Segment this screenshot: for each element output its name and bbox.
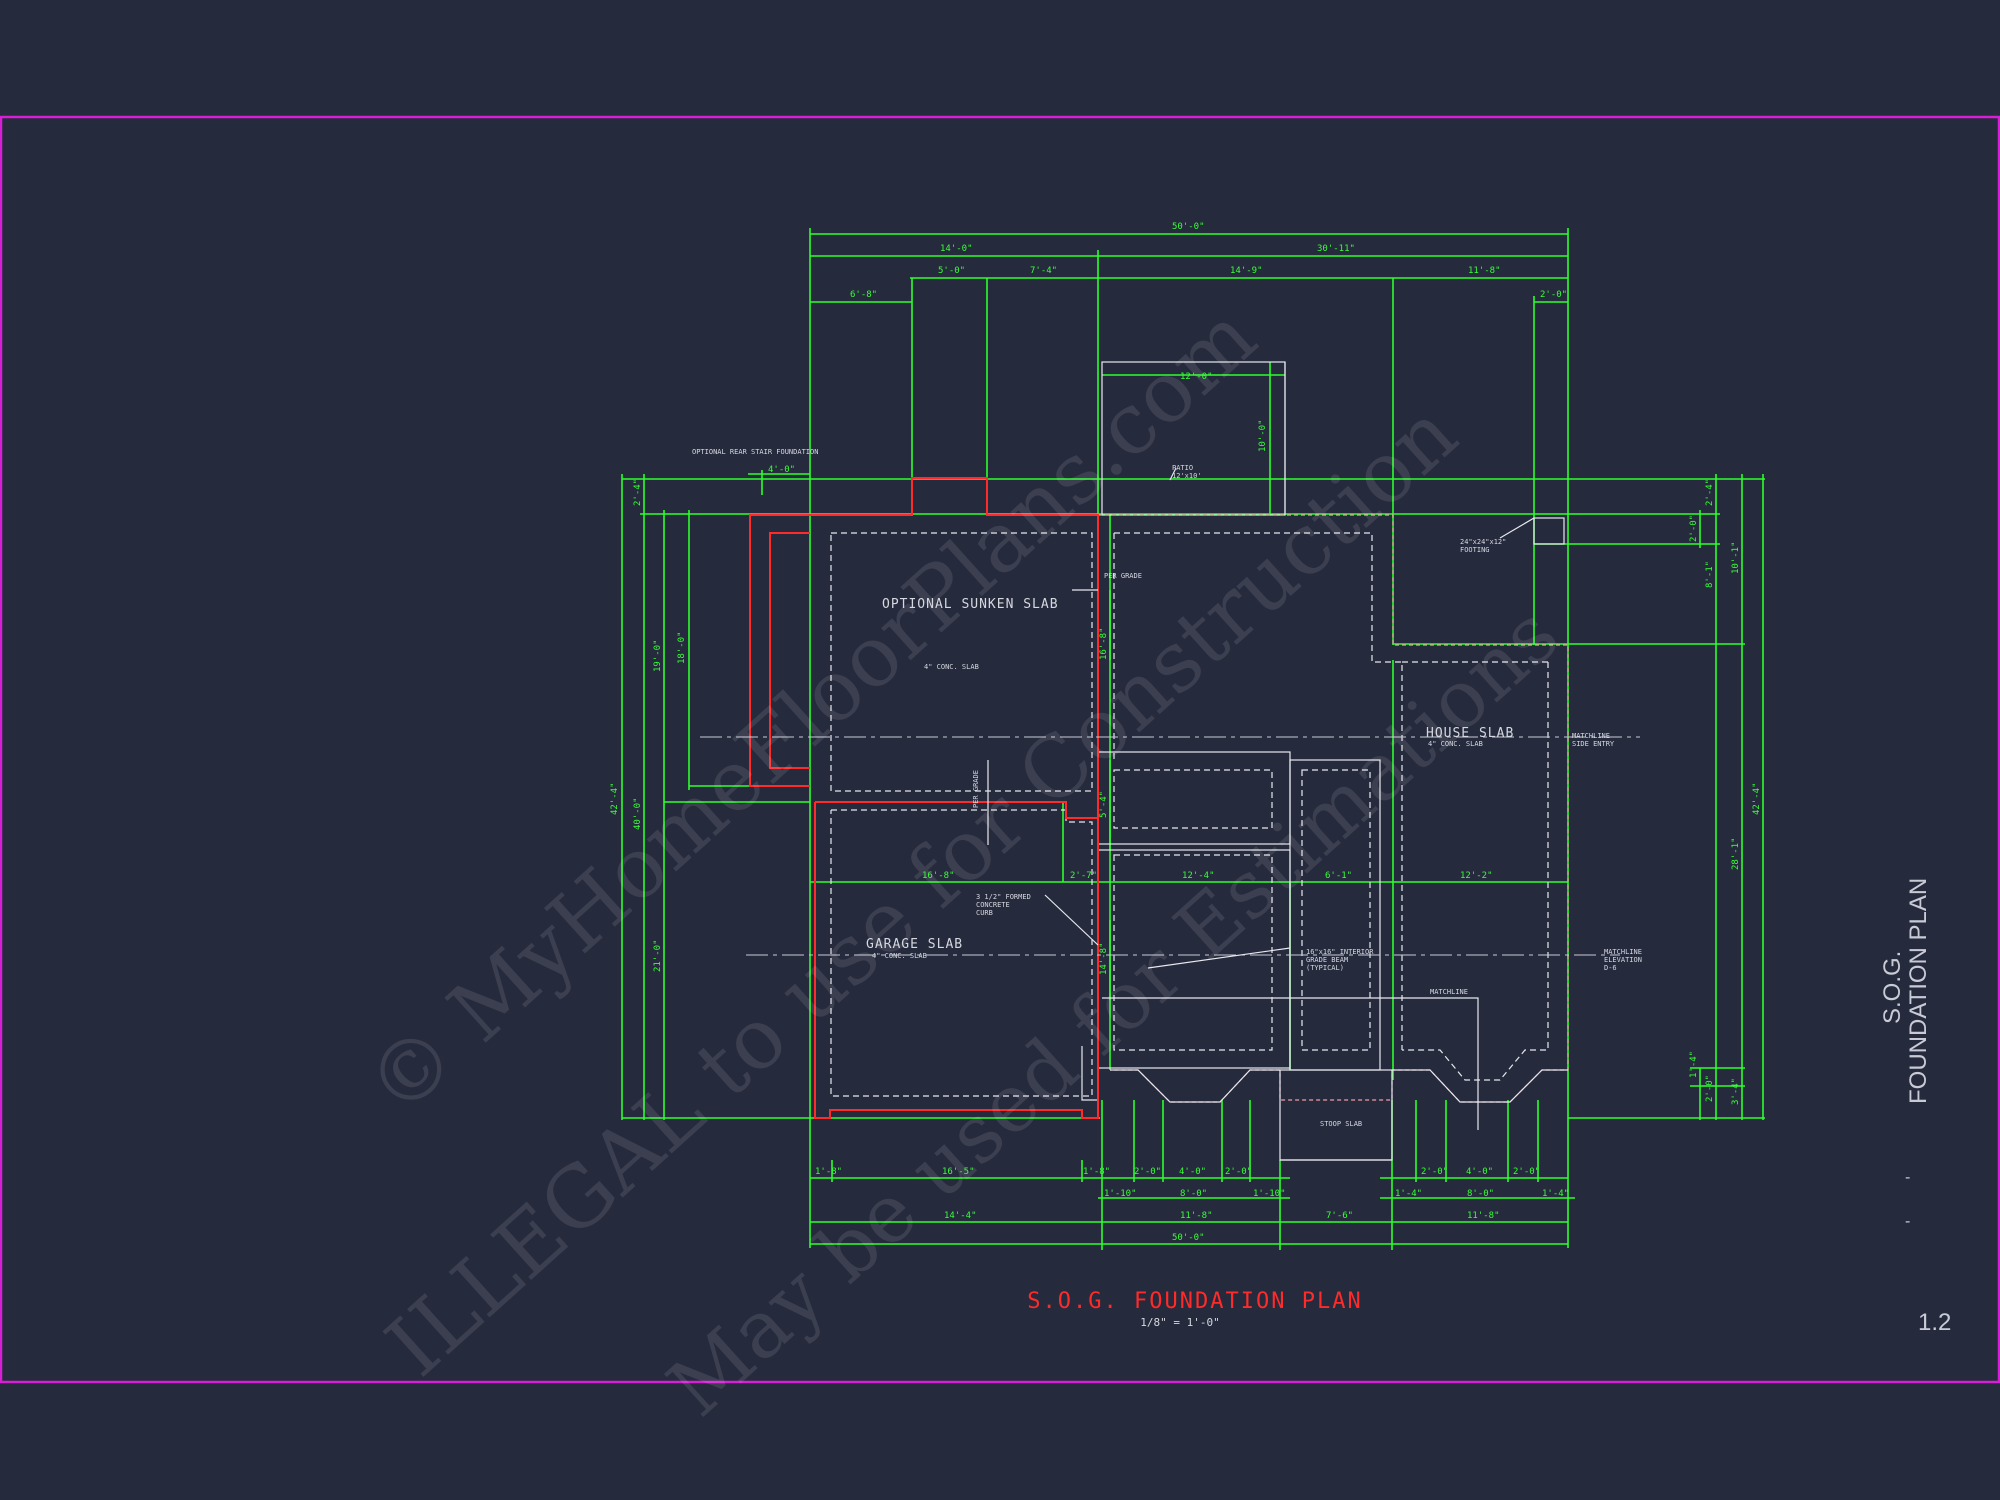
drawing-scale: 1/8" = 1'-0"	[1140, 1316, 1219, 1329]
sheet-title-line2: FOUNDATION PLAN	[1905, 878, 1932, 1104]
dim-b-1-10a: 1'-10"	[1104, 1189, 1137, 1199]
note-matchline-el-1: MATCHLINE	[1604, 948, 1642, 956]
dim-b-4-0a: 4'-0"	[1179, 1167, 1206, 1177]
watermark: © MyHomeFloorPlans.com ILLEGAL to use fo…	[348, 287, 1576, 1434]
dim-b-4-0b: 4'-0"	[1466, 1167, 1493, 1177]
dim-left-42-4: 42'-4"	[610, 782, 620, 815]
note-matchline-se-2: SIDE ENTRY	[1572, 740, 1615, 748]
dim-mid-12-2: 12'-2"	[1460, 871, 1493, 881]
dim-b-1-4b: 1'-4"	[1542, 1189, 1569, 1199]
dim-right-2-0b: 2'-0"	[1705, 1075, 1715, 1102]
dim-left-18-0: 18'-0"	[677, 631, 687, 664]
dim-top-left: 14'-0"	[940, 244, 973, 254]
label-garage-slab: GARAGE SLAB	[866, 937, 963, 952]
dim-b-1-10b: 1'-10"	[1253, 1189, 1286, 1199]
dim-left-21-0: 21'-0"	[653, 939, 663, 972]
dim-right-3-4: 3'-4"	[1731, 1078, 1741, 1105]
dim-bottom-overall: 50'-0"	[1172, 1233, 1205, 1243]
label-garage-conc: 4" CONC. SLAB	[872, 952, 927, 960]
note-curb-2: CONCRETE	[976, 901, 1010, 909]
note-curb-1: 3 1/2" FORMED	[976, 893, 1031, 901]
note-footing-1: 24"x24"x12"	[1460, 538, 1506, 546]
dim-2-0-top: 2'-0"	[1540, 290, 1567, 300]
dim-left-40-0: 40'-0"	[633, 797, 643, 830]
dim-11-8: 11'-8"	[1468, 266, 1501, 276]
center-lines	[700, 736, 1640, 956]
note-matchline-el-3: D-6	[1604, 964, 1617, 972]
dim-right-8-1: 8'-1"	[1705, 561, 1715, 588]
label-optional-sunken-slab: OPTIONAL SUNKEN SLAB	[882, 597, 1059, 612]
dim-mid-16-8: 16'-8"	[922, 871, 955, 881]
dim-b-2-0c: 2'-0"	[1421, 1167, 1448, 1177]
dim-b-1-4a: 1'-4"	[1395, 1189, 1422, 1199]
dim-right-10-1: 10'-1"	[1731, 541, 1741, 574]
dim-left-19-0: 19'-0"	[653, 639, 663, 672]
note-patio: PATIO	[1172, 464, 1193, 472]
note-beam-1: 16"x16" INTERIOR	[1306, 948, 1374, 956]
dim-b-2-0a: 2'-0"	[1134, 1167, 1161, 1177]
dim-b-2-0b: 2'-0"	[1225, 1167, 1252, 1177]
dim-stair-w: 4'-0"	[768, 465, 795, 475]
dim-b-8-0b: 8'-0"	[1467, 1189, 1494, 1199]
note-patio-size: 12'x10'	[1172, 472, 1202, 480]
label-sunken-conc: 4" CONC. SLAB	[924, 663, 979, 671]
dim-right-2-0: 2'-0"	[1689, 515, 1699, 542]
note-footing-2: FOOTING	[1460, 546, 1490, 554]
dim-patio-w: 12'-0"	[1180, 372, 1213, 382]
note-matchline-el-2: ELEVATION	[1604, 956, 1642, 964]
dim-b-1-8b: 1'-8"	[1083, 1167, 1110, 1177]
dim-b-16-5: 16'-5"	[942, 1167, 975, 1177]
dim-b-11-8b: 11'-8"	[1467, 1211, 1500, 1221]
dim-right-28-1: 28'-1"	[1731, 837, 1741, 870]
sheet-border	[0, 115, 2000, 1384]
drawing-title: S.O.G. FOUNDATION PLAN	[1027, 1289, 1362, 1314]
dim-b-11-8a: 11'-8"	[1180, 1211, 1213, 1221]
dim-mid-2-7: 2'-7"	[1070, 871, 1097, 881]
dimension-text: 50'-0" 14'-0" 30'-11" 5'-0" 7'-4" 14'-9"…	[610, 222, 1762, 1243]
red-slab-outlines	[749, 477, 1099, 1119]
sheet-title-line1: S.O.G.	[1879, 951, 1906, 1024]
dim-patio-h: 10'-0"	[1258, 419, 1268, 452]
dim-v-5-4: 5'-4"	[1099, 791, 1109, 818]
dim-14-9: 14'-9"	[1230, 266, 1263, 276]
dim-b-14-4: 14'-4"	[944, 1211, 977, 1221]
dim-right-2-4: 2'-4"	[1705, 479, 1715, 506]
note-matchline-se-1: MATCHLINE	[1572, 732, 1610, 740]
dim-b-8-0a: 8'-0"	[1180, 1189, 1207, 1199]
sheet-tick-1: -	[1905, 1169, 1910, 1186]
dim-left-2-4: 2'-4"	[633, 479, 643, 506]
plan-labels: OPTIONAL SUNKEN SLAB 4" CONC. SLAB HOUSE…	[692, 448, 1642, 1128]
dim-b-2-0d: 2'-0"	[1513, 1167, 1540, 1177]
note-stoop-slab: STOOP SLAB	[1320, 1120, 1362, 1128]
note-beam-2: GRADE BEAM	[1306, 956, 1348, 964]
dim-b-1-8a: 1'-8"	[815, 1167, 842, 1177]
dim-b-7-6: 7'-6"	[1326, 1211, 1353, 1221]
note-curb-3: CURB	[976, 909, 993, 917]
dim-6-8: 6'-8"	[850, 290, 877, 300]
dim-mid-6-1: 6'-1"	[1325, 871, 1352, 881]
dimension-lines	[621, 228, 1765, 1250]
dim-right-42-4: 42'-4"	[1752, 782, 1762, 815]
dim-top-right: 30'-11"	[1317, 244, 1355, 254]
dim-v-14-8: 14'-8"	[1099, 942, 1109, 975]
label-house-conc: 4" CONC. SLAB	[1428, 740, 1483, 748]
dim-top-overall: 50'-0"	[1172, 222, 1205, 232]
dim-5-0: 5'-0"	[938, 266, 965, 276]
sheet-title-block: S.O.G. FOUNDATION PLAN - - 1.2	[1879, 878, 1951, 1336]
note-optional-rear-stair: OPTIONAL REAR STAIR FOUNDATION	[692, 448, 818, 456]
slab-outlines	[830, 361, 1569, 1161]
sheet-tick-2: -	[1905, 1213, 1910, 1230]
note-matchline: MATCHLINE	[1430, 988, 1468, 996]
note-per-grade: PER GRADE	[1104, 572, 1142, 580]
dim-7-4: 7'-4"	[1030, 266, 1057, 276]
label-house-slab: HOUSE SLAB	[1426, 726, 1514, 741]
dim-right-1-4: 1'-4"	[1689, 1051, 1699, 1078]
note-beam-3: (TYPICAL)	[1306, 964, 1344, 972]
leader-lines	[987, 467, 1291, 969]
dim-mid-12-4: 12'-4"	[1182, 871, 1215, 881]
note-per-grade-2: PER GRADE	[972, 770, 980, 808]
dim-v-16-8: 16'-8"	[1099, 627, 1109, 660]
sheet-number: 1.2	[1918, 1309, 1951, 1336]
